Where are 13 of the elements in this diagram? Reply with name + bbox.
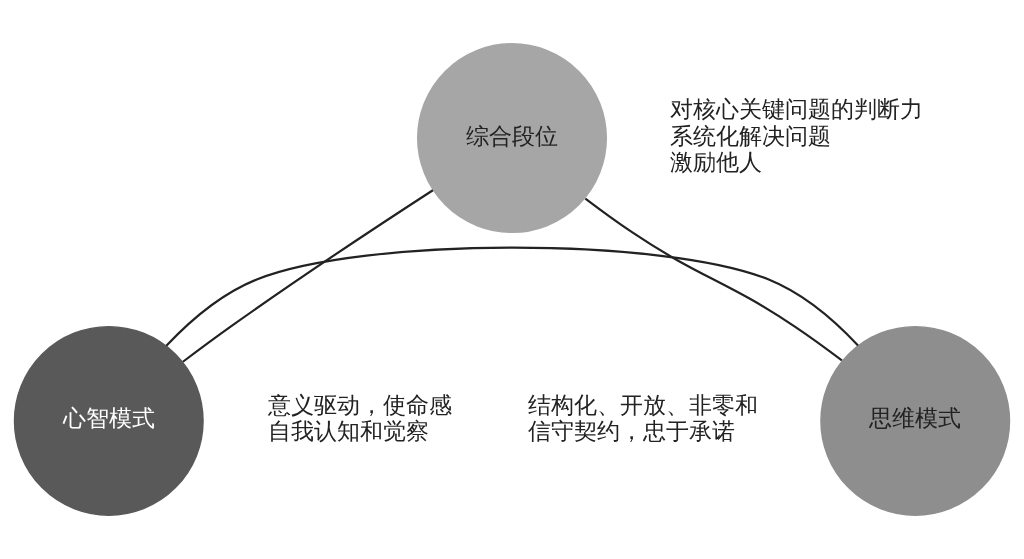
- node-label: 信守契约，忠于承诺: [527, 417, 735, 445]
- node-label: 意义驱动，使命感: [267, 391, 452, 419]
- connector: [182, 189, 434, 363]
- node-circle: 思维模式: [820, 325, 1011, 516]
- node-circle: 心智模式: [13, 325, 204, 516]
- node-circle: 综合段位: [417, 43, 607, 234]
- connector: [584, 197, 843, 362]
- node-label: 激励他人: [670, 147, 763, 175]
- node-label: 系统化解决问题: [670, 121, 832, 149]
- connector: [165, 246, 859, 347]
- node-label: 对核心关键问题的判断力: [670, 95, 924, 123]
- node-label: 自我认知和觉察: [267, 417, 429, 445]
- node-label: 结构化、开放、非零和: [527, 391, 758, 419]
